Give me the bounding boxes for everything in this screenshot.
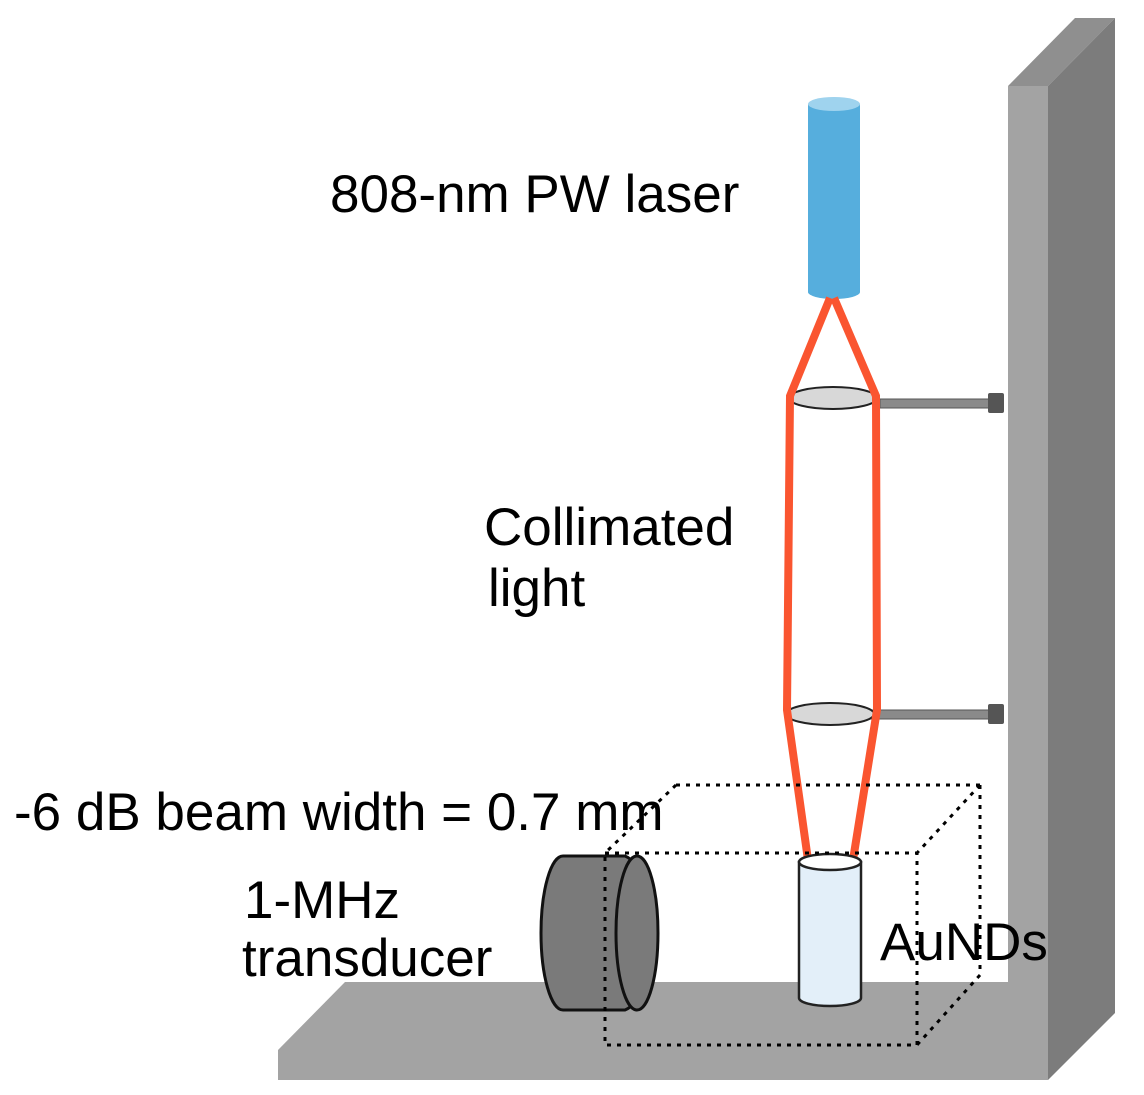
lower-lens (785, 702, 875, 726)
collimated-label-line2: light (488, 559, 586, 618)
transducer-label-line2: transducer (242, 929, 492, 988)
collimated-label-line1: Collimated (484, 498, 734, 557)
upper-lens (788, 386, 878, 410)
floor-front (278, 1050, 1008, 1080)
transducer (539, 854, 660, 1012)
sample-label: AuNDs (880, 913, 1048, 972)
wall-front (1008, 86, 1048, 1080)
lower-rod-clamp (988, 704, 1004, 724)
wall-top (1008, 18, 1115, 86)
sample-tube (797, 852, 863, 1008)
laser-top-cap (808, 97, 860, 111)
lower-lens-mount (869, 704, 1004, 724)
focal-region-box-front (603, 851, 919, 1047)
laser-body (808, 104, 860, 299)
laser-source (808, 97, 860, 299)
tube-body (797, 860, 863, 1008)
beam-left-edge (782, 296, 834, 861)
wall-side (1048, 18, 1115, 1080)
lower-rod (869, 709, 991, 720)
focal-region-box-back (603, 783, 982, 1047)
beam-right-edge (830, 296, 882, 861)
laser-label: 808-nm PW laser (330, 165, 739, 224)
upper-rod-clamp (988, 393, 1004, 413)
upper-lens-mount (879, 393, 1004, 413)
upper-rod (879, 398, 991, 409)
tube-top (797, 852, 863, 872)
transducer-face (614, 854, 660, 1012)
box-edge-top-left (603, 783, 678, 855)
wall (1008, 18, 1115, 1080)
beam-width-label: -6 dB beam width = 0.7 mm (14, 783, 664, 842)
transducer-label-line1: 1-MHz (244, 871, 400, 930)
laser-beam (782, 296, 882, 861)
box-edge-top-right (915, 783, 982, 855)
